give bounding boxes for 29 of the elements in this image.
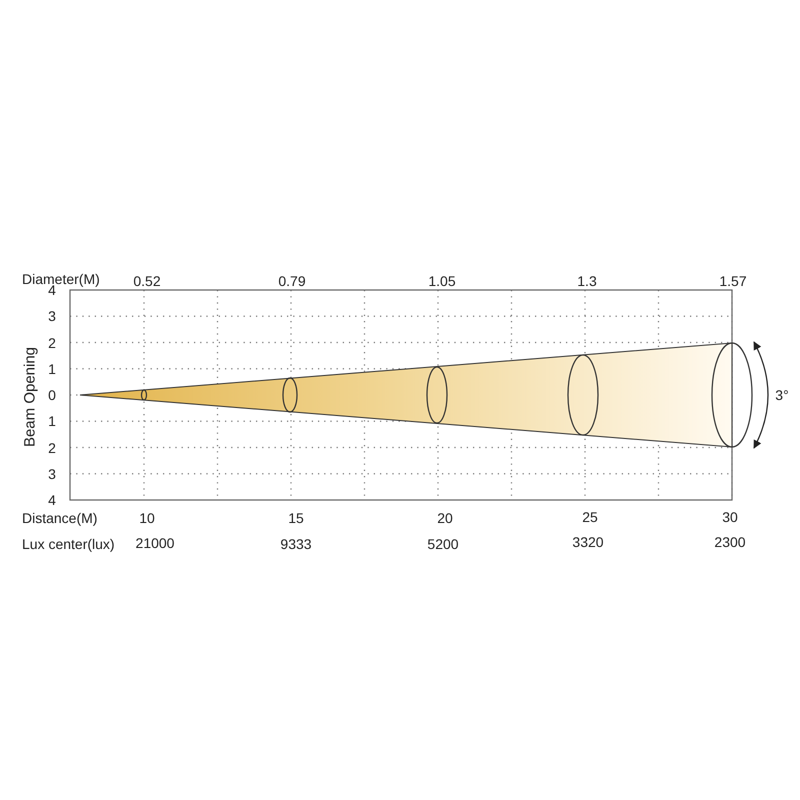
lux-value: 3320 [572,535,604,549]
tick-label: 2 [48,336,56,350]
axis-title: Beam Opening [22,346,38,448]
diameter-value: 1.05 [428,274,456,288]
distance-value: 20 [437,511,453,525]
lux-value: 9333 [280,537,312,551]
diameter-value: 0.52 [133,274,161,288]
tick-label: 4 [48,283,56,297]
lux-value: 5200 [427,537,459,551]
diameter-value: 1.57 [719,274,747,288]
angle-label: 3° [775,388,789,402]
distance-value: 10 [139,511,155,525]
tick-label: 3 [48,466,56,481]
distance-value: 30 [722,510,738,524]
tick-label: 0 [48,388,56,402]
axis-title: Diameter(M) [22,272,100,286]
tick-label: 3 [48,309,56,324]
axis-title: Distance(M) [22,511,98,525]
diameter-value: 0.79 [278,274,306,288]
tick-label: 1 [48,414,56,428]
tick-label: 4 [48,493,56,507]
diameter-value: 1.3 [577,274,597,288]
lux-value: 2300 [714,535,746,549]
axis-title: Lux center(lux) [22,537,115,551]
tick-label: 2 [48,440,56,454]
distance-value: 15 [288,511,304,525]
distance-value: 25 [582,510,598,524]
lux-value: 21000 [136,536,174,550]
tick-label: 1 [48,362,56,376]
